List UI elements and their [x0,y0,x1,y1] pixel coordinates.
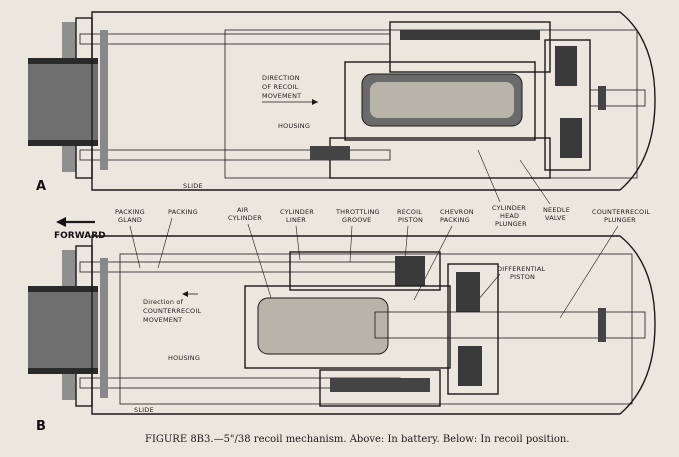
label-chevron-packing-2: PACKING [440,216,470,224]
slide-outline-bottom [91,235,656,415]
direction-recoil-line2: OF RECOIL [262,83,299,91]
recoil-piston-bottom [395,256,425,286]
lower-cylinder-top [329,137,551,179]
barrel-bottom [28,286,98,374]
slide-outline-top [91,11,656,191]
air-cylinder-top [344,61,536,141]
label-needle-valve-2: VALVE [545,214,566,222]
label-throttling-groove-1: THROTTLING [335,208,380,216]
slide-label-top: SLIDE [183,182,203,190]
upper-rod-bottom [79,261,401,273]
label-packing: PACKING [168,208,198,216]
label-needle-valve-1: NEEDLE [543,206,570,214]
label-throttling-groove-2: GROOVE [342,216,371,224]
plunger-end-top [589,89,646,107]
forward-label: FORWARD [54,231,106,241]
end-block-bottom [447,263,499,395]
label-air-cylinder-2: CYLINDER [228,214,262,222]
label-cylinder-liner-2: LINER [286,216,306,224]
label-cylinder-head-2: HEAD [500,212,519,220]
label-counterrecoil-plunger-1: COUNTERRECOIL [592,208,650,216]
diagram-in-recoil: B Direction of COUNTERRECOIL MOVEMENT HO… [28,235,656,434]
label-chevron-packing-1: CHEVRON [440,208,474,216]
housing-label-top: HOUSING [278,122,310,130]
label-air-cylinder-1: AIR [237,206,249,214]
label-recoil-piston-1: RECOIL [397,208,422,216]
direction-recoil-line3: MOVEMENT [262,92,301,100]
label-cylinder-liner-1: CYLINDER [280,208,314,216]
lower-cylinder-bottom [319,369,441,407]
label-counterrecoil-plunger-2: PLUNGER [604,216,636,224]
label-differential-piston-1: DIFFERENTIAL [497,265,546,273]
upper-cylinder-top [389,21,551,73]
upper-rod-top [79,33,391,45]
upper-cylinder-bottom [289,251,441,291]
label-differential-piston-2: PISTON [510,273,535,281]
figure-caption: FIGURE 8B3.—5"/38 recoil mechanism. Abov… [145,434,569,445]
label-cylinder-head-3: PLUNGER [495,220,527,228]
housing-bottom [119,253,633,405]
lower-rod-top [79,149,391,161]
label-recoil-piston-2: PISTON [398,216,423,224]
direction-recoil-line1: DIRECTION [262,74,300,82]
label-packing-gland-1: PACKING [115,208,145,216]
diagram-in-battery: A DIRECTION OF RECOIL MOVEMENT HOUSING S… [28,11,656,228]
throttle-rod-lower-top [310,146,350,160]
counterrecoil-plunger-rod [374,311,646,339]
label-packing-gland-2: GLAND [118,216,142,224]
housing-label-bottom: HOUSING [168,354,200,362]
direction-counter-line1: Direction of [143,298,184,306]
slide-label-bottom: SLIDE [134,406,154,414]
diagram-letter-b: B [36,419,46,434]
label-cylinder-head-1: CYLINDER [492,204,526,212]
direction-counter-line3: MOVEMENT [143,316,182,324]
direction-counter-line2: COUNTERRECOIL [143,307,201,315]
differential-piston-shape [456,272,480,312]
barrel-top [28,58,98,146]
middle-callouts: FORWARD PACKING GLAND PACKING AIR CYLIND… [54,206,650,321]
diagram-letter-a: A [36,179,46,194]
air-cylinder-bottom [244,285,451,369]
